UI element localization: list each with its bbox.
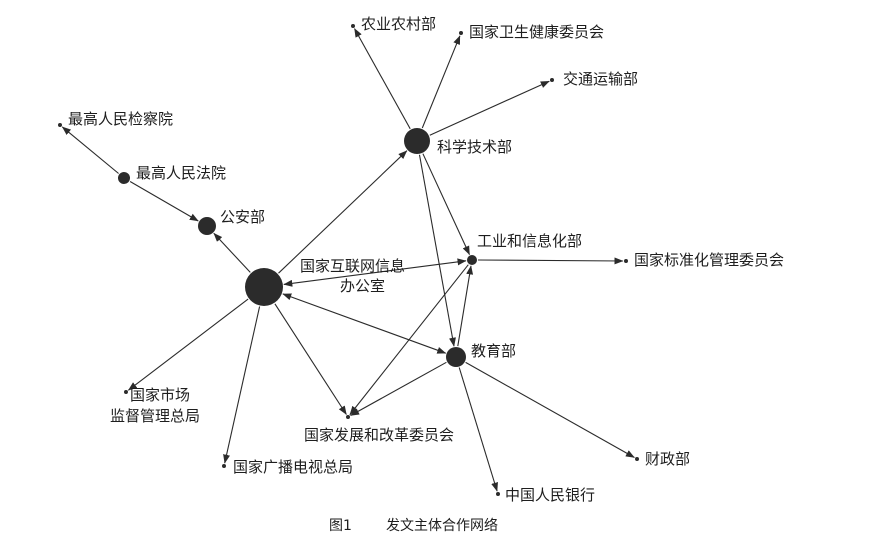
node-shichang: [124, 390, 128, 394]
edge-kexue-jiaoyu: [418, 154, 456, 347]
edge-kexue-weisheng: [421, 35, 461, 129]
node-fayuan: [118, 172, 130, 184]
label-nongye: 农业农村部: [361, 15, 436, 33]
node-weisheng: [459, 31, 463, 35]
label-wangxin-line1: 国家互联网信息: [300, 257, 405, 275]
label-shichang-line1: 国家市场: [130, 386, 190, 404]
node-jiaotong: [550, 78, 554, 82]
edge-jiaoyu-gongxin: [457, 265, 474, 347]
edge-wangxin-jiaoyu: [282, 293, 447, 354]
label-fagai: 国家发展和改革委员会: [304, 426, 454, 444]
edge-fayuan-jianchayuan: [61, 126, 119, 174]
node-caizheng: [635, 457, 639, 461]
label-biaozhun: 国家标准化管理委员会: [634, 251, 784, 269]
edge-wangxin-shichang: [128, 298, 249, 391]
edge-kexue-gongxin: [422, 153, 470, 256]
label-shichang-line2: 监督管理总局: [110, 407, 200, 425]
node-kexue: [404, 128, 430, 154]
edge-wangxin-kexue: [278, 150, 408, 274]
edge-kexue-nongye: [354, 28, 411, 130]
node-fagai: [346, 415, 350, 419]
edge-jiaoyu-yinhang: [458, 367, 498, 492]
edges-layer: [61, 28, 635, 492]
label-yinhang: 中国人民银行: [505, 486, 595, 504]
label-jiaoyu: 教育部: [471, 342, 516, 360]
label-jiaotong: 交通运输部: [563, 70, 638, 88]
edge-wangxin-gongxin: [283, 258, 467, 287]
node-jiaoyu: [446, 347, 466, 367]
node-nongye: [351, 24, 355, 28]
node-biaozhun: [624, 259, 628, 263]
edge-gongxin-fagai: [349, 264, 469, 415]
figure-caption-title: 发文主体合作网络: [386, 518, 498, 534]
node-jianchayuan: [58, 123, 62, 127]
edge-jiaoyu-fagai: [350, 361, 447, 416]
label-guangbo: 国家广播电视总局: [233, 458, 353, 476]
node-gongxin: [467, 255, 477, 265]
edge-jiaoyu-caizheng: [465, 361, 635, 458]
label-weisheng: 国家卫生健康委员会: [469, 23, 604, 41]
figure-caption-number: 图1: [329, 518, 352, 534]
edge-kexue-jiaotong: [429, 80, 550, 136]
edge-gongxin-biaozhun: [477, 257, 624, 265]
node-yinhang: [496, 492, 500, 496]
node-wangxin: [245, 268, 283, 306]
node-guangbo: [222, 464, 226, 468]
label-caizheng: 财政部: [645, 450, 690, 468]
label-gongan: 公安部: [220, 208, 265, 226]
edge-wangxin-fagai: [274, 303, 347, 415]
label-fayuan: 最高人民法院: [136, 164, 226, 182]
nodes-layer: [58, 24, 639, 496]
label-jianchayuan: 最高人民检察院: [68, 110, 173, 128]
label-gongxin: 工业和信息化部: [477, 232, 582, 250]
edge-wangxin-gongan: [213, 232, 251, 273]
node-gongan: [198, 217, 216, 235]
label-kexue: 科学技术部: [437, 138, 512, 156]
label-wangxin-line2: 办公室: [340, 277, 385, 295]
edge-wangxin-guangbo: [223, 306, 261, 464]
edge-fayuan-gongan: [129, 181, 199, 222]
labels-layer: 农业农村部 国家卫生健康委员会 交通运输部 科学技术部 最高人民检察院 最高人民…: [68, 15, 784, 504]
